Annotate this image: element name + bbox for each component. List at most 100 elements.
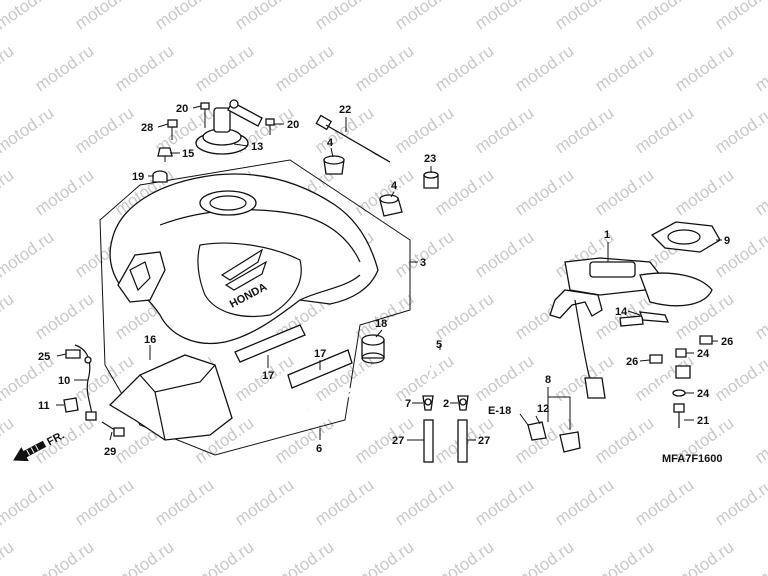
watermark-text: motod.ru	[511, 165, 577, 219]
callout-12: 12	[537, 403, 549, 415]
watermark-text: motod.ru	[591, 413, 657, 467]
watermark-text: motod.ru	[711, 103, 768, 157]
fuel-filler-cap	[195, 99, 263, 155]
watermark-text: motod.ru	[551, 0, 617, 33]
watermark-text: motod.ru	[31, 41, 97, 95]
tube-27b	[457, 419, 468, 463]
watermark-text: motod.ru	[0, 475, 57, 529]
watermark-text: motod.ru	[71, 103, 137, 157]
watermark-text: motod.ru	[231, 0, 297, 33]
watermark-text: motod.ru	[471, 351, 537, 405]
tank-side-contour	[159, 209, 361, 263]
watermark-text: motod.ru	[271, 537, 337, 576]
fitting-2	[457, 395, 469, 411]
watermark-text: motod.ru	[711, 475, 768, 529]
callout-27a: 27	[392, 435, 404, 447]
fuel-pump-unit	[549, 257, 713, 399]
bolt-20b	[265, 118, 275, 135]
watermark-text: motod.ru	[431, 165, 497, 219]
watermark-text: motod.ru	[391, 475, 457, 529]
watermark-text: motod.ru	[751, 41, 768, 95]
nut-26b	[649, 354, 663, 364]
watermark-text: motod.ru	[431, 289, 497, 343]
watermark-text: motod.ru	[191, 537, 257, 576]
watermark-text: motod.ru	[751, 289, 768, 343]
diagram-code: MFA7F1600	[662, 453, 723, 465]
watermark-text: motod.ru	[551, 475, 617, 529]
watermark-text: motod.ru	[31, 537, 97, 576]
watermark-text: motod.ru	[31, 289, 97, 343]
callout-29: 29	[104, 446, 116, 458]
callout-labels: 20 20 28 15 19 13 22 4 4 23 3 18 16 17 1…	[38, 103, 733, 458]
grommet-19	[152, 170, 168, 183]
clip-12	[527, 421, 547, 441]
callout-21: 21	[697, 415, 709, 427]
watermark-text: motod.ru	[0, 0, 57, 33]
callout-19: 19	[132, 171, 144, 183]
callout-9: 9	[724, 235, 730, 247]
watermark-text: motod.ru	[471, 227, 537, 281]
bolt-29	[101, 421, 125, 437]
watermark-text: motod.ru	[631, 475, 697, 529]
watermark-text: motod.ru	[671, 165, 737, 219]
callout-18: 18	[375, 318, 387, 330]
watermark-text: motod.ru	[351, 537, 417, 576]
callout-25: 25	[38, 351, 50, 363]
watermark-text: motod.ru	[431, 537, 497, 576]
callout-26b: 26	[626, 356, 638, 368]
callout-24b: 24	[697, 388, 710, 400]
watermark-text: motod.ru	[391, 103, 457, 157]
washer-24b	[672, 389, 686, 397]
callout-27b: 27	[478, 435, 490, 447]
reference-label: E-18	[488, 405, 511, 417]
callout-17a: 17	[262, 370, 274, 382]
callout-15: 15	[182, 148, 194, 160]
nut-26a	[699, 335, 713, 345]
rubber-mount-4a	[323, 155, 345, 175]
watermark-text: motod.ru	[111, 41, 177, 95]
callout-7: 7	[405, 398, 411, 410]
watermark-text: motod.ru	[0, 103, 57, 157]
fitting-7	[422, 395, 434, 411]
bolt-28	[167, 119, 178, 140]
callout-17b: 17	[314, 348, 326, 360]
watermark-text: motod.ru	[0, 227, 57, 281]
watermark-text: motod.ru	[591, 537, 657, 576]
watermark-text: motod.ru	[151, 475, 217, 529]
callout-23: 23	[424, 153, 436, 165]
breather-tube-6	[335, 357, 438, 402]
nut-24a	[675, 348, 687, 358]
callout-14: 14	[615, 306, 628, 318]
callout-10: 10	[58, 375, 70, 387]
watermark-text: motod.ru	[591, 165, 657, 219]
watermark-text: motod.ru	[0, 537, 17, 576]
watermark-text: motod.ru	[231, 475, 297, 529]
callout-1: 1	[604, 229, 610, 241]
watermark-text: motod.ru	[351, 289, 417, 343]
nut-15	[157, 147, 173, 162]
watermark-text: motod.ru	[0, 289, 17, 343]
watermark-text: motod.ru	[471, 103, 537, 157]
leader-lines	[56, 105, 722, 441]
rubber-18	[361, 334, 385, 364]
bolt-22	[315, 114, 391, 163]
watermark-text: motod.ru	[711, 227, 768, 281]
callout-20b: 20	[287, 119, 299, 131]
watermark-text: motod.ru	[671, 537, 737, 576]
tube-27a	[423, 419, 434, 463]
watermark-text: motod.ru	[671, 41, 737, 95]
watermark-text: motod.ru	[311, 475, 377, 529]
watermark-text: motod.ru	[431, 41, 497, 95]
callout-11: 11	[38, 400, 50, 412]
watermark-text: motod.ru	[511, 537, 577, 576]
callout-4a: 4	[327, 137, 334, 149]
watermark-text: motod.ru	[711, 0, 768, 33]
callout-13: 13	[251, 141, 263, 153]
callout-8: 8	[545, 374, 551, 386]
watermark-text: motod.ru	[591, 41, 657, 95]
watermark-text: motod.ru	[471, 0, 537, 33]
tank-filler-opening	[199, 190, 257, 216]
watermark-text: motod.ru	[71, 475, 137, 529]
tank-knee-panel	[197, 242, 302, 318]
